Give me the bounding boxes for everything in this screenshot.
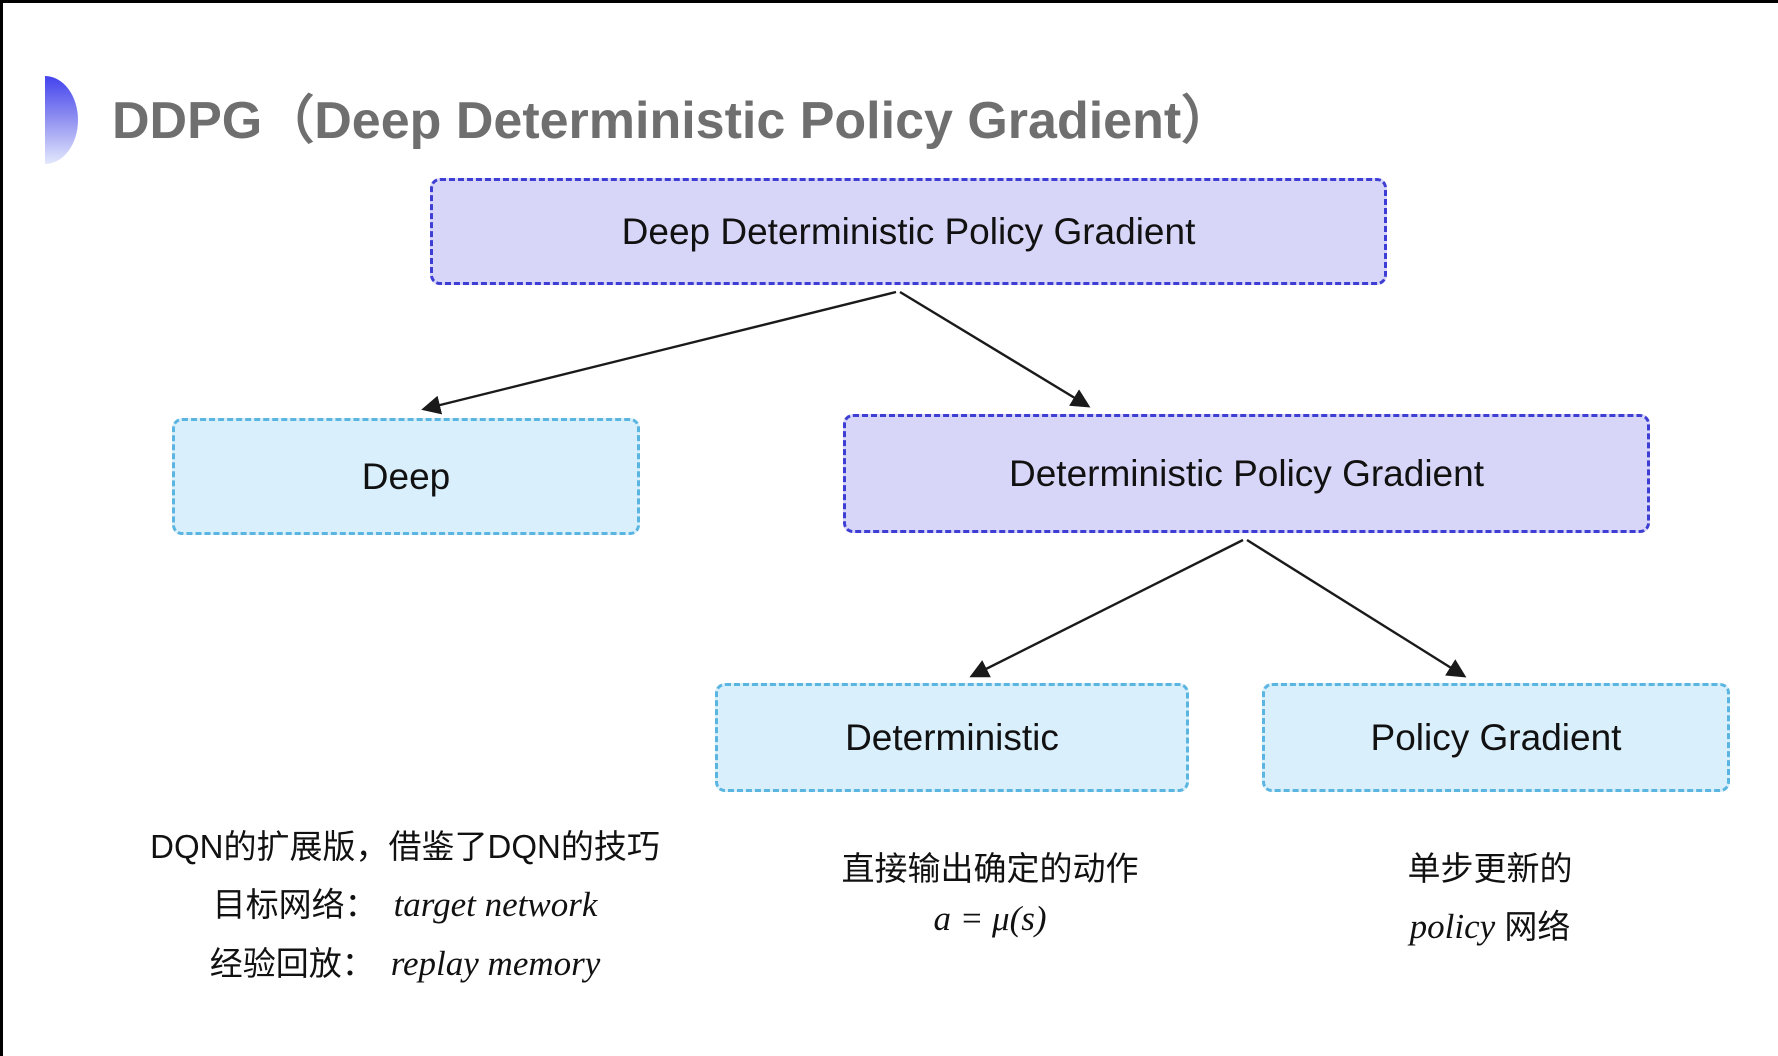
node-label: Deterministic xyxy=(845,716,1059,758)
top-edge-line xyxy=(0,0,1778,3)
half-circle-icon xyxy=(45,76,78,164)
arrow-dpg-to-policy-gradient xyxy=(1246,538,1467,678)
node-deep-deterministic-policy-gradient: Deep Deterministic Policy Gradient xyxy=(430,178,1387,285)
note-deep: DQN的扩展版，借鉴了DQN的技巧 目标网络： target network 经验… xyxy=(115,830,695,981)
note-deterministic-formula: a = μ(s) xyxy=(933,899,1047,938)
note-deep-line3-value: replay memory xyxy=(390,944,601,983)
arrow-root-to-deep xyxy=(421,290,897,415)
arrow-root-to-dpg xyxy=(899,290,1091,408)
note-deep-line2-value: target network xyxy=(393,885,598,924)
node-deterministic-policy-gradient: Deterministic Policy Gradient xyxy=(843,414,1650,533)
node-label: Policy Gradient xyxy=(1370,716,1622,758)
node-label: Deep Deterministic Policy Gradient xyxy=(621,210,1196,252)
title-bullet-icon xyxy=(45,76,78,164)
note-deep-line1: DQN的扩展版，借鉴了DQN的技巧 xyxy=(150,828,660,865)
left-edge-line xyxy=(0,0,3,1056)
node-policy-gradient: Policy Gradient xyxy=(1262,683,1730,792)
node-label: Deep xyxy=(361,455,451,497)
note-deep-line3-label: 经验回放： xyxy=(209,945,375,982)
node-deterministic: Deterministic xyxy=(715,683,1189,792)
note-deep-line2: 目标网络： target network xyxy=(115,887,695,922)
note-policy-gradient-line2-italic: policy xyxy=(1409,907,1496,946)
note-policy-gradient-line1: 单步更新的 xyxy=(1407,850,1573,887)
arrow-dpg-to-deterministic xyxy=(969,538,1244,678)
node-label: Deterministic Policy Gradient xyxy=(1009,452,1484,494)
note-deterministic-line1: 直接输出确定的动作 xyxy=(841,850,1139,887)
node-deep: Deep xyxy=(172,418,640,535)
note-deep-line3: 经验回放： replay memory xyxy=(115,946,695,981)
note-deep-line2-label: 目标网络： xyxy=(212,886,378,923)
note-policy-gradient-line2-rest: 网络 xyxy=(1495,908,1571,945)
note-deterministic: 直接输出确定的动作 a = μ(s) xyxy=(790,852,1190,936)
page-title: DDPG（Deep Deterministic Policy Gradient） xyxy=(112,92,1234,150)
note-policy-gradient-line2: policy 网络 xyxy=(1290,909,1690,944)
note-policy-gradient: 单步更新的 policy 网络 xyxy=(1290,852,1690,944)
